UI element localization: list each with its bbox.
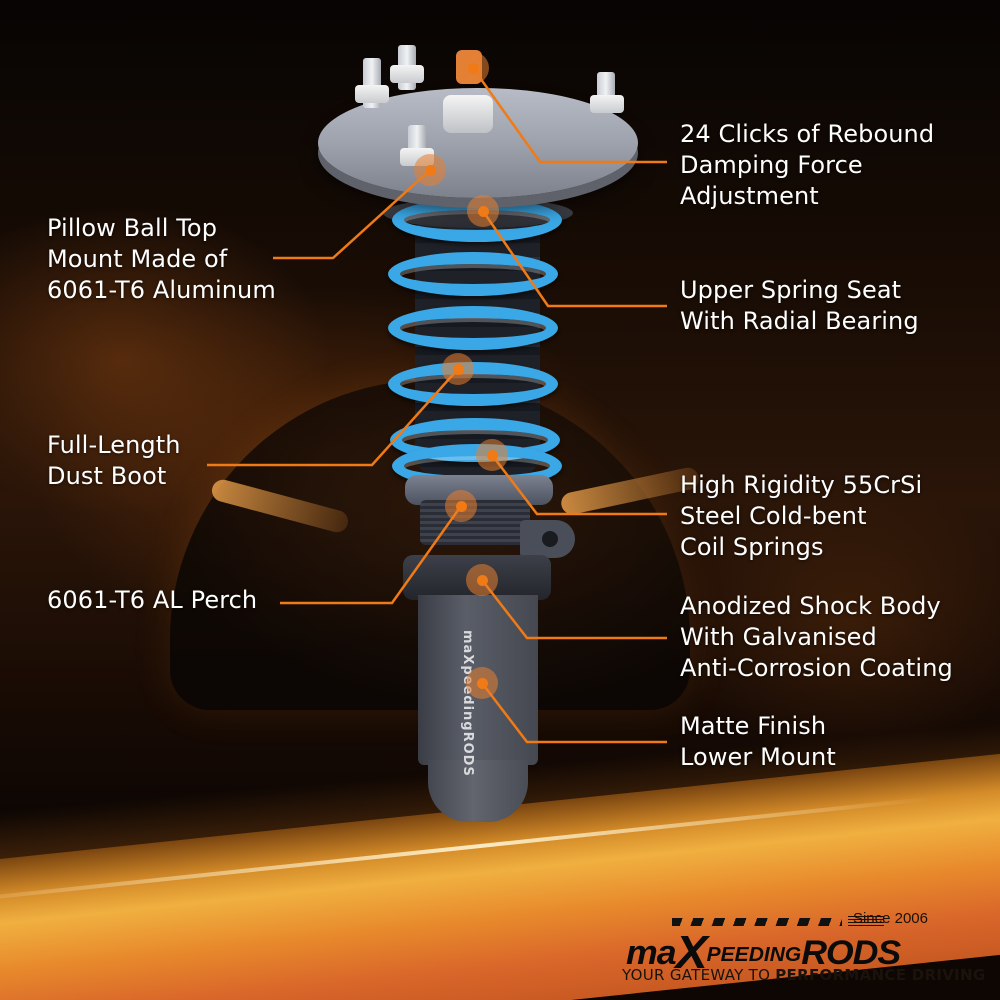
brand-tagline: YOUR GATEWAY TO PERFORMANCE DRIVING	[622, 966, 986, 984]
callout-label-rebound: 24 Clicks of Rebound Damping Force Adjus…	[680, 120, 935, 210]
callout-label-lower-mount: Matte Finish Lower Mount	[680, 712, 836, 771]
callout-marker-dot	[467, 62, 479, 74]
callout-marker-dot	[476, 574, 488, 586]
callout-label-pillow-ball: Pillow Ball Top Mount Made of 6061-T6 Al…	[47, 214, 276, 304]
brand-logo: Since 2006 maXPEEDINGRODS YOUR GATEWAY T…	[620, 910, 985, 990]
bracket-hole	[542, 531, 558, 547]
callout-marker-dot	[424, 164, 436, 176]
callout-marker-dot	[452, 363, 464, 375]
coil-spring-turn	[388, 306, 558, 350]
center-shaft-nut	[443, 95, 493, 133]
lower-mount	[428, 760, 528, 822]
mount-nut	[355, 85, 389, 103]
callout-label-perch: 6061-T6 AL Perch	[47, 586, 258, 614]
brand-since: Since 2006	[852, 910, 928, 927]
callout-marker-dot	[486, 449, 498, 461]
checkered-flag-icon	[672, 918, 842, 926]
callout-label-dust-boot: Full-Length Dust Boot	[47, 431, 181, 490]
callout-label-shock-body: Anodized Shock Body With Galvanised Anti…	[680, 592, 953, 682]
speed-lines-icon	[848, 916, 884, 926]
callout-label-coil-springs: High Rigidity 55CrSi Steel Cold-bent Coi…	[680, 471, 923, 561]
coil-spring-turn	[388, 252, 558, 296]
callout-label-spring-seat: Upper Spring Seat With Radial Bearing	[680, 276, 919, 335]
mount-nut	[390, 65, 424, 83]
mount-nut	[590, 95, 624, 113]
brand-wordmark: maXPEEDINGRODS	[626, 926, 901, 978]
callout-marker-dot	[476, 677, 488, 689]
callout-marker-dot	[477, 205, 489, 217]
callout-marker-dot	[455, 500, 467, 512]
